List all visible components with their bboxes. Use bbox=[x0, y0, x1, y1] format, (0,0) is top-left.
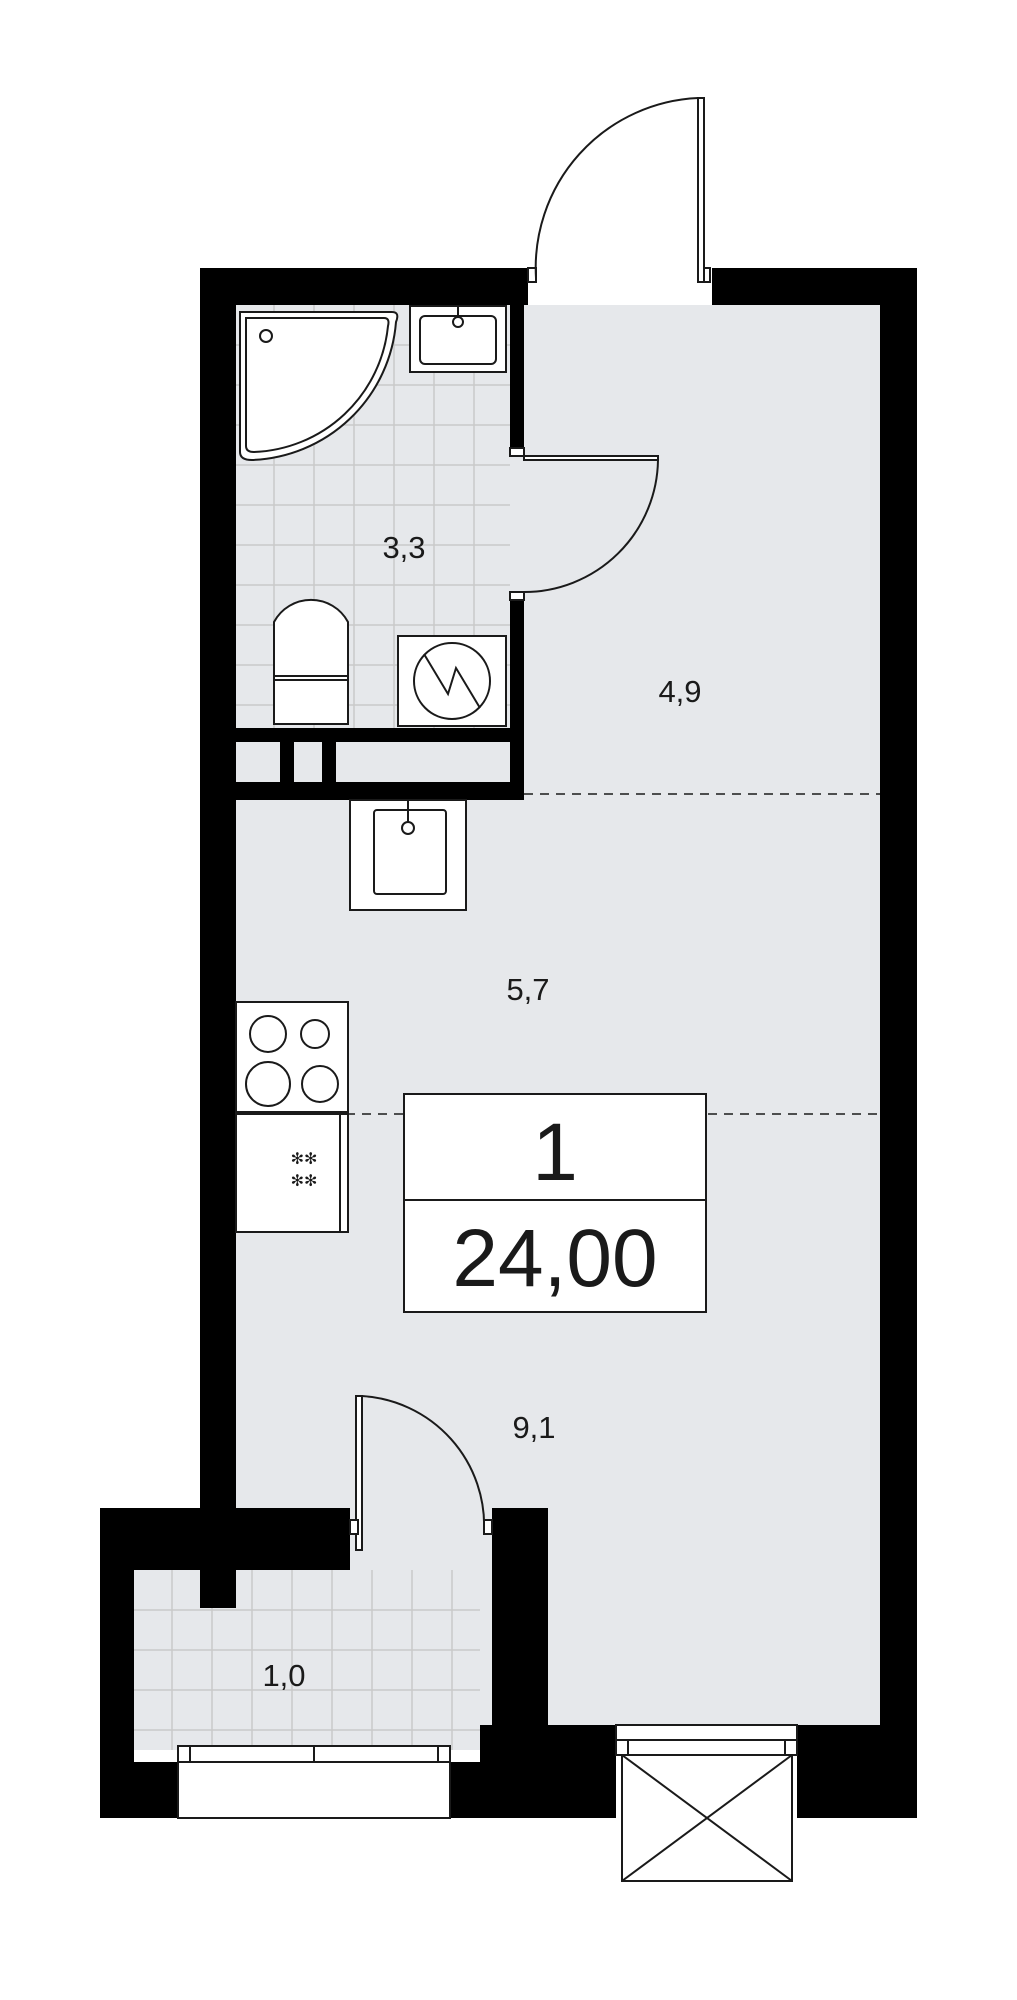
bathroom-door bbox=[509, 447, 659, 601]
balcony-door bbox=[349, 1395, 493, 1551]
shaft-wall-bottom bbox=[236, 782, 524, 800]
walls bbox=[100, 268, 917, 1818]
balcony-top-wall bbox=[100, 1508, 350, 1570]
corner-shower bbox=[239, 311, 399, 462]
shaft-wall-top bbox=[236, 728, 510, 742]
top-wall-left bbox=[200, 268, 528, 305]
bathroom-area-label: 3,3 bbox=[382, 530, 425, 565]
entrance-door bbox=[527, 97, 711, 283]
zone-dividers bbox=[346, 793, 880, 1115]
hallway-area-label: 4,9 bbox=[658, 674, 701, 709]
room-count: 1 bbox=[532, 1107, 578, 1198]
balcony-floor bbox=[134, 1570, 480, 1750]
bottom-wall-left bbox=[480, 1725, 616, 1818]
bathroom-right-wall bbox=[510, 268, 524, 454]
living-area-label: 9,1 bbox=[512, 1410, 555, 1445]
svg-text:✻✻: ✻✻ bbox=[291, 1149, 318, 1168]
balcony-bottom-mid-wall bbox=[450, 1762, 480, 1818]
left-wall bbox=[200, 268, 236, 1608]
balcony-bottom-left-wall bbox=[100, 1762, 178, 1818]
stove bbox=[235, 1001, 349, 1113]
living-window bbox=[615, 1724, 798, 1882]
bathroom-right-wall-lower bbox=[510, 596, 524, 800]
refrigerator: ✻✻ ✻✻ bbox=[235, 1113, 349, 1233]
living-balcony-wall-right bbox=[492, 1508, 548, 1728]
bottom-wall-right bbox=[797, 1725, 917, 1818]
bathroom-sink bbox=[409, 305, 507, 373]
shaft-post-1 bbox=[280, 742, 294, 782]
balcony-area-label: 1,0 bbox=[262, 1658, 305, 1693]
shaft-post-2 bbox=[322, 742, 336, 782]
svg-text:✻✻: ✻✻ bbox=[291, 1171, 318, 1190]
total-area: 24,00 bbox=[452, 1213, 657, 1304]
kitchen-area-label: 5,7 bbox=[506, 972, 549, 1007]
washing-machine bbox=[397, 635, 507, 727]
kitchen-sink bbox=[349, 799, 467, 911]
area-badge: 1 24,00 bbox=[403, 1093, 707, 1313]
toilet bbox=[273, 598, 349, 725]
balcony-window bbox=[177, 1745, 451, 1819]
right-wall bbox=[880, 268, 917, 1794]
